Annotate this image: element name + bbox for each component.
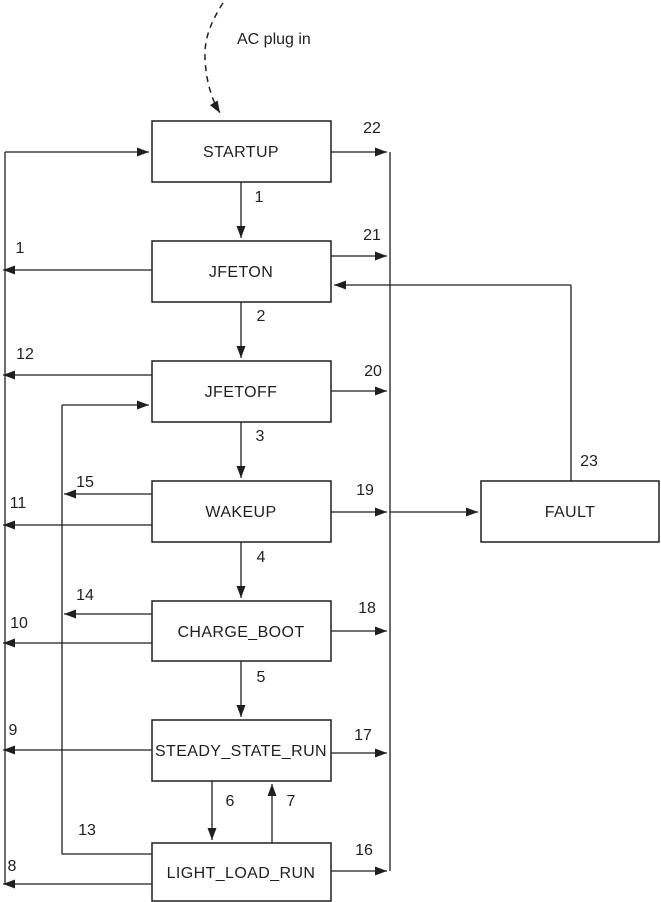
transition-15-label: 15 xyxy=(76,474,94,491)
return-path-to-jfetoff xyxy=(61,400,152,855)
state-jfetoff-box xyxy=(151,360,332,423)
transition-2-label: 2 xyxy=(257,308,266,325)
transition-23-label: 23 xyxy=(580,453,598,470)
state-charge-boot-box xyxy=(151,600,332,662)
transition-8-label: 8 xyxy=(8,858,17,875)
transition-20-label: 20 xyxy=(364,363,382,380)
state-light-load-run-label: LIGHT_LOAD_RUN xyxy=(167,865,316,882)
transition-14-label: 14 xyxy=(76,587,94,604)
state-jfeton-box xyxy=(151,240,332,303)
state-jfeton: JFETON xyxy=(151,240,332,303)
transition-10-label: 10 xyxy=(10,615,28,632)
transition-11-label: 11 xyxy=(10,495,27,512)
transition-19-label: 19 xyxy=(356,482,374,499)
fault-path xyxy=(331,147,478,876)
state-jfeton-label: JFETON xyxy=(209,264,273,281)
state-steady-state-run: STEADY_STATE_RUN xyxy=(151,719,332,782)
transition-21-label: 21 xyxy=(363,227,381,244)
transition-16-label: 16 xyxy=(355,842,373,859)
state-wakeup: WAKEUP xyxy=(151,480,332,543)
state-steady-state-run-box xyxy=(151,719,332,782)
state-charge-boot: CHARGE_BOOT xyxy=(151,600,332,662)
state-fault-label: FAULT xyxy=(545,504,596,521)
transition-18-label: 18 xyxy=(358,600,376,617)
ac-plug-in-label: AC plug in xyxy=(237,31,311,48)
fault-return-path xyxy=(334,280,572,481)
state-wakeup-box xyxy=(151,480,332,543)
transition-3-label: 3 xyxy=(256,428,265,445)
state-fault-box xyxy=(480,480,660,543)
state-light-load-run-box xyxy=(151,842,332,902)
ac-plug-in-arrow xyxy=(204,2,224,114)
transition-5-label: 5 xyxy=(257,669,266,686)
state-chain-arrows xyxy=(207,182,277,843)
transition-9-label: 9 xyxy=(9,722,18,739)
transition-7-label: 7 xyxy=(287,793,296,810)
state-jfetoff: JFETOFF xyxy=(151,360,332,423)
state-jfetoff-label: JFETOFF xyxy=(205,384,278,401)
state-steady-state-run-label: STEADY_STATE_RUN xyxy=(155,743,327,760)
state-charge-boot-label: CHARGE_BOOT xyxy=(177,624,304,641)
state-startup-box xyxy=(151,120,332,183)
state-startup: STARTUP xyxy=(151,120,332,183)
return-path-to-startup xyxy=(3,147,152,889)
transition-1-return-label: 1 xyxy=(16,240,25,257)
transition-12-label: 12 xyxy=(16,346,34,363)
transition-6-label: 6 xyxy=(226,793,235,810)
state-light-load-run: LIGHT_LOAD_RUN xyxy=(151,842,332,902)
state-wakeup-label: WAKEUP xyxy=(205,504,276,521)
state-fault: FAULT xyxy=(480,480,660,543)
transition-17-label: 17 xyxy=(354,727,372,744)
transition-1-label: 1 xyxy=(255,189,264,206)
transition-22-label: 22 xyxy=(363,120,381,137)
transition-4-label: 4 xyxy=(257,549,266,566)
state-startup-label: STARTUP xyxy=(203,144,279,161)
transition-13-label: 13 xyxy=(78,822,96,839)
